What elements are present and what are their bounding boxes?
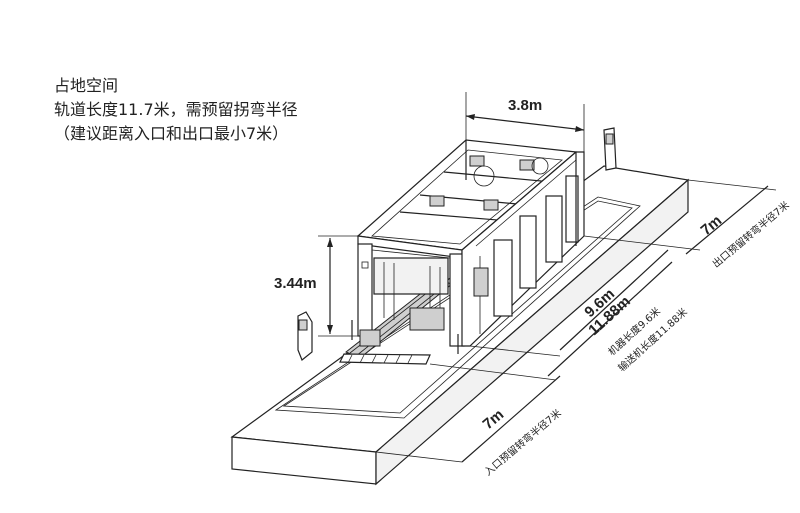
intro-clearance-note: （建议距离入口和出口最小7米） bbox=[54, 124, 289, 143]
entry-kiosk bbox=[297, 311, 313, 361]
exit-clearance-note: 出口预留转弯半径7米 bbox=[710, 198, 792, 270]
height-label: 3.44m bbox=[274, 275, 317, 292]
width-label: 3.8m bbox=[508, 97, 542, 114]
intro-track-note: 轨道长度11.7米，需预留拐弯半径 bbox=[54, 100, 298, 119]
entry-clearance-label: 7m bbox=[480, 406, 508, 433]
exit-clearance-label: 7m bbox=[698, 212, 726, 239]
intro-text: 占地空间 轨道长度11.7米，需预留拐弯半径 （建议距离入口和出口最小7米） bbox=[54, 74, 298, 146]
width-dimension: 3.8m bbox=[465, 92, 585, 152]
height-dimension: 3.44m bbox=[274, 235, 358, 337]
exit-clearance-dimension: 7m 出口预留转弯半径7米 bbox=[685, 179, 792, 270]
wash-machine-frame bbox=[351, 139, 585, 354]
intro-title: 占地空间 bbox=[54, 76, 119, 95]
exit-kiosk bbox=[603, 127, 617, 171]
